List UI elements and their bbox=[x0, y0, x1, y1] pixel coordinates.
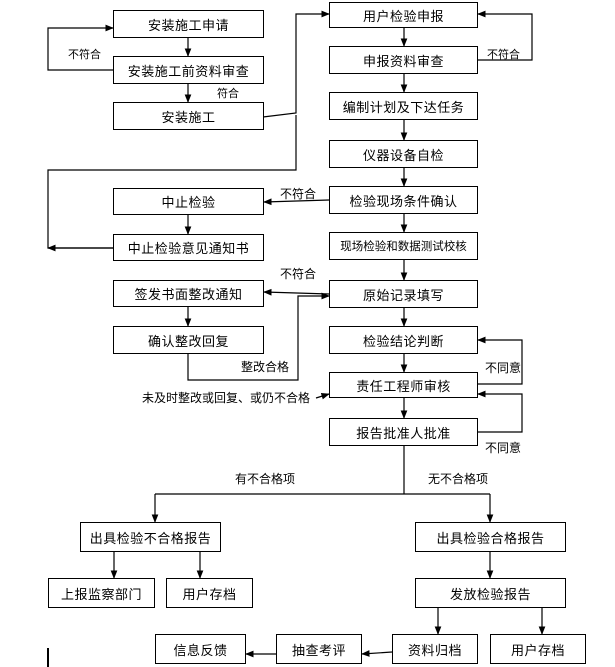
box-site-confirm: 检验现场条件确认 bbox=[329, 186, 478, 214]
box-report-dept: 上报监察部门 bbox=[48, 578, 155, 608]
arrow-record-to-rectify bbox=[263, 288, 330, 296]
box-conclusion: 检验结论判断 bbox=[329, 326, 478, 354]
box-pre-review: 安装施工前资料审查 bbox=[113, 56, 264, 84]
label-not-conform-left: 不符合 bbox=[68, 48, 101, 61]
box-site-test: 现场检验和数据测试校核 bbox=[329, 232, 478, 260]
box-rectify-notice: 签发书面整改通知 bbox=[113, 280, 264, 307]
arrow-site-confirm-to-suspend bbox=[263, 198, 330, 206]
arrow-notice-to-main bbox=[47, 115, 297, 249]
box-user-apply: 用户检验申报 bbox=[329, 2, 478, 28]
label-late-rectify: 未及时整改或回复、或仍不合格 bbox=[142, 391, 311, 405]
box-install: 安装施工 bbox=[113, 102, 264, 130]
box-issue-report: 发放检验报告 bbox=[415, 578, 566, 608]
box-confirm-reply: 确认整改回复 bbox=[113, 326, 264, 354]
label-disagree-2: 不同意 bbox=[485, 441, 522, 455]
box-fail-report: 出具检验不合格报告 bbox=[80, 522, 221, 552]
arrow-late-rectify-to-engineer bbox=[315, 393, 330, 400]
box-pass-report: 出具检验合格报告 bbox=[415, 522, 566, 552]
box-engineer-review: 责任工程师审核 bbox=[329, 372, 478, 398]
box-install-apply: 安装施工申请 bbox=[113, 10, 264, 38]
box-feedback: 信息反馈 bbox=[155, 634, 246, 664]
label-has-fail: 有不合格项 bbox=[235, 472, 296, 486]
arrow-approve-disagree-loop bbox=[477, 390, 523, 433]
label-no-fail: 无不合格项 bbox=[428, 472, 489, 486]
arrow-archive-to-spotcheck bbox=[361, 650, 393, 657]
box-suspend-notice: 中止检验意见通知书 bbox=[113, 234, 264, 261]
label-not-conform-right: 不符合 bbox=[487, 48, 520, 61]
label-rectify-ok: 整改合格 bbox=[241, 360, 290, 374]
label-not-conform-suspend: 不符合 bbox=[280, 187, 317, 201]
arrow-prereview-loop-back bbox=[47, 24, 114, 71]
label-not-conform-record: 不符合 bbox=[280, 267, 317, 281]
box-spot-check: 抽查考评 bbox=[276, 634, 362, 664]
box-user-archive-left: 用户存档 bbox=[166, 578, 253, 608]
arrow-engineer-disagree-loop bbox=[477, 336, 523, 385]
box-approve: 报告批准人批准 bbox=[329, 418, 478, 446]
arrow-install-to-user-apply bbox=[262, 10, 330, 118]
box-record: 原始记录填写 bbox=[329, 280, 478, 308]
box-archive: 资料归档 bbox=[392, 634, 478, 664]
box-user-archive-right: 用户存档 bbox=[490, 634, 586, 664]
box-doc-review: 申报资料审查 bbox=[329, 46, 478, 74]
box-plan: 编制计划及下达任务 bbox=[329, 92, 478, 120]
arrow-confirm-to-record bbox=[187, 292, 330, 381]
box-self-check: 仪器设备自检 bbox=[329, 140, 478, 168]
box-suspend: 中止检验 bbox=[113, 188, 264, 215]
label-disagree-1: 不同意 bbox=[485, 361, 522, 375]
arrow-doc-review-loop bbox=[477, 10, 533, 61]
label-conform: 符合 bbox=[217, 87, 239, 100]
